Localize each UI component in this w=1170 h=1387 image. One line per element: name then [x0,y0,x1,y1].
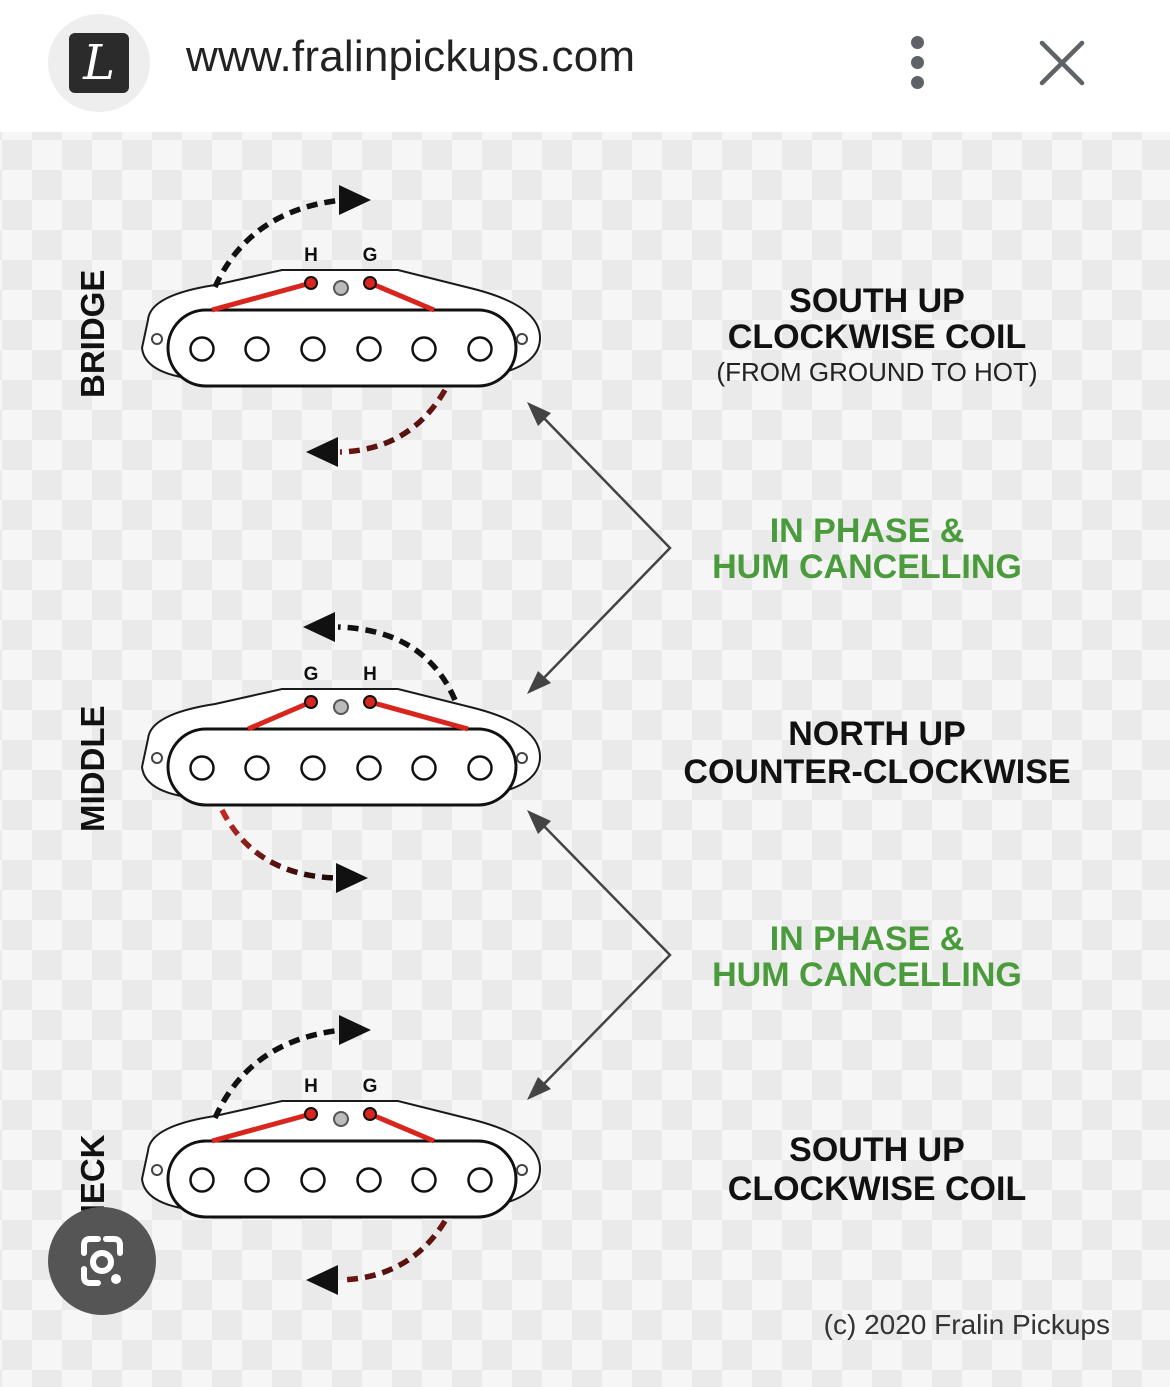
url-text[interactable]: www.fralinpickups.com [186,32,636,81]
middle-orientation-line2: COUNTER-CLOCKWISE [683,753,1070,791]
relation-1-line2: HUM CANCELLING [712,548,1022,586]
neck-orientation-line2: CLOCKWISE COIL [728,1170,1026,1208]
browser-top-bar: L www.fralinpickups.com [0,0,1170,132]
middle-pickup [140,612,542,893]
site-favicon[interactable]: L [48,14,150,112]
three-dots-vertical-icon[interactable] [898,34,938,92]
close-icon[interactable] [1035,36,1089,90]
bridge-orientation-note: (FROM GROUND TO HOT) [716,357,1037,387]
neck-orientation-line1: SOUTH UP [789,1131,965,1169]
bridge-orientation-line1: SOUTH UP [789,282,965,320]
relation-1-line1: IN PHASE & [770,512,965,550]
bridge-lead-left-label: H [304,245,318,266]
middle-label: MIDDLE [74,706,111,833]
google-lens-icon[interactable] [48,1207,156,1315]
neck-pickup [140,1015,542,1295]
bridge-lead-right-label: G [363,245,378,266]
bridge-label: BRIDGE [74,270,111,398]
neck-lead-right-label: G [363,1076,378,1097]
bridge-pickup [140,185,542,467]
fralin-logo-icon: L [69,33,129,93]
relation-2-line2: HUM CANCELLING [712,956,1022,994]
middle-lead-right-label: H [363,664,377,685]
relation-arrows [537,411,672,1091]
bridge-orientation-line2: CLOCKWISE COIL [728,318,1026,356]
copyright-text: (c) 2020 Fralin Pickups [824,1309,1110,1340]
middle-orientation-line1: NORTH UP [788,715,966,753]
middle-lead-left-label: G [304,664,319,685]
neck-lead-left-label: H [304,1076,318,1097]
relation-arrowheads [527,402,551,1100]
relation-2-line1: IN PHASE & [770,920,965,958]
